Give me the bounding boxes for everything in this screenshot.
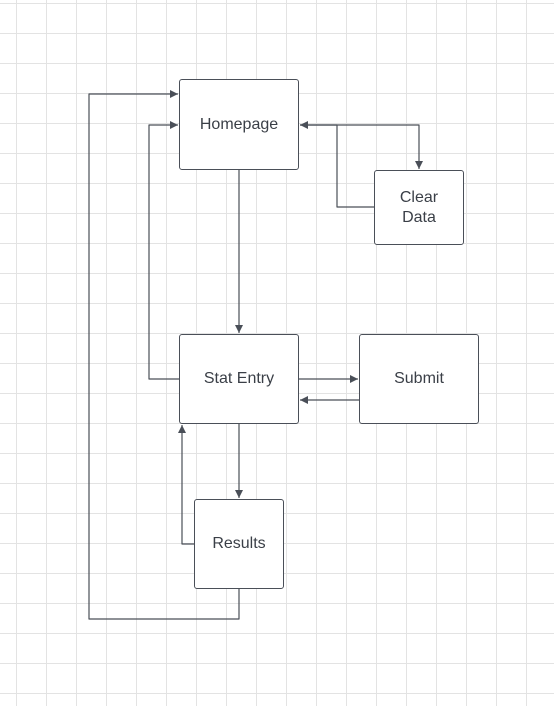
clear-data-label: Clear Data	[399, 188, 439, 226]
submit-node[interactable]: Submit	[359, 334, 479, 424]
submit-label: Submit	[394, 370, 444, 387]
edge-results-to-stat-entry	[178, 425, 194, 545]
edge-stat-entry-to-homepage	[148, 121, 179, 380]
stat-entry-label: Stat Entry	[203, 370, 275, 387]
clear-data-node[interactable]: Clear Data	[374, 170, 464, 245]
edge-homepage-to-clear-data	[300, 124, 423, 169]
homepage-label: Homepage	[199, 115, 279, 133]
results-node[interactable]: Results	[194, 499, 284, 589]
edge-results-to-homepage	[88, 90, 240, 620]
edge-clear-data-to-homepage	[300, 121, 374, 208]
homepage-node[interactable]: Homepage	[179, 79, 299, 170]
results-label: Results	[212, 535, 266, 552]
stat-entry-node[interactable]: Stat Entry	[179, 334, 299, 424]
